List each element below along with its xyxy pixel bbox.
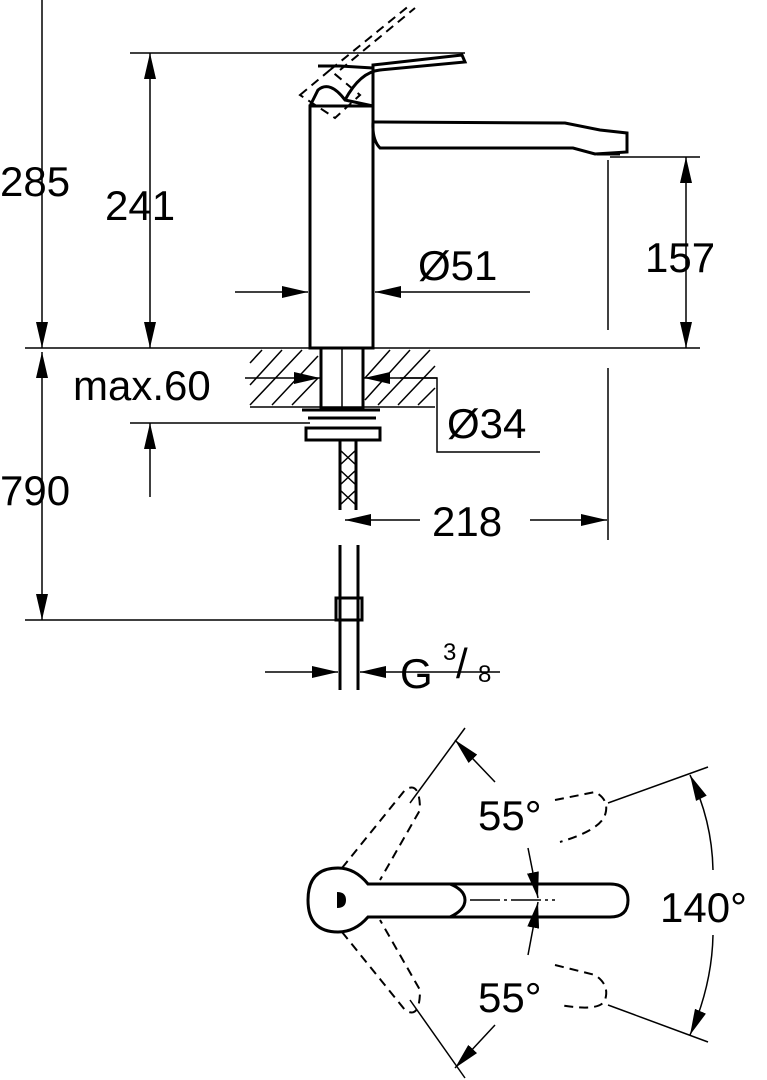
label-thread-denominator: 8 <box>478 661 491 688</box>
label-body-diameter: Ø51 <box>418 242 497 289</box>
label-spout-height: 157 <box>645 234 715 281</box>
faucet-body <box>308 104 375 350</box>
faucet-spout <box>371 120 629 156</box>
label-thread-prefix: G <box>400 650 433 697</box>
label-angle-total: 140° <box>660 884 747 931</box>
hose-lower <box>338 545 360 690</box>
mounting-nut <box>302 408 382 442</box>
lever-lower-dashed <box>554 964 608 1009</box>
label-thread-numerator: 3 <box>443 639 456 666</box>
label-max-thickness: max.60 <box>73 362 211 409</box>
dimension-lines <box>25 0 700 678</box>
lever-right-position <box>341 919 422 1014</box>
hose-fitting <box>334 596 364 622</box>
lever-open-position <box>298 4 411 120</box>
faucet-side-view <box>298 4 629 350</box>
lever-left-position <box>341 786 422 881</box>
label-body-height: 241 <box>105 182 175 229</box>
label-angle-lower: 55° <box>478 974 542 1021</box>
label-angle-upper: 55° <box>478 792 542 839</box>
lever-upper-dashed <box>554 790 608 843</box>
label-hole-diameter: Ø34 <box>447 400 526 447</box>
label-spout-reach: 218 <box>432 498 502 545</box>
hose-upper <box>338 440 358 510</box>
countertop-section <box>25 346 700 690</box>
lever-outline <box>306 866 630 934</box>
dimension-labels: 285 241 157 Ø51 max.60 Ø34 790 218 G 3 /… <box>0 158 715 697</box>
lever-top-view: 55° 55° 140° <box>306 727 747 1079</box>
faucet-lever <box>308 53 468 108</box>
label-thread-slash: / <box>456 640 468 687</box>
label-total-height: 285 <box>0 158 70 205</box>
label-hose-length: 790 <box>0 467 70 514</box>
